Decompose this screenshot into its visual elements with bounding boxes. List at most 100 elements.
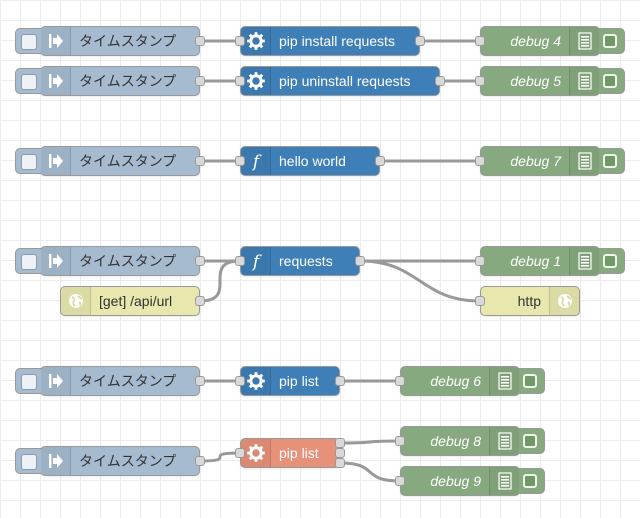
node-label: hello world xyxy=(279,153,346,169)
trigger-square-icon xyxy=(21,254,37,270)
list-icon xyxy=(489,467,519,495)
svg-text:f: f xyxy=(251,152,262,171)
node-label: pip list xyxy=(279,373,319,389)
debug-node[interactable]: debug 6 xyxy=(400,366,545,396)
output-port[interactable] xyxy=(195,256,205,266)
input-port[interactable] xyxy=(235,256,245,266)
output-port[interactable] xyxy=(195,456,205,466)
debug-node[interactable]: debug 7 xyxy=(480,146,625,176)
input-port[interactable] xyxy=(395,376,405,386)
arrow-in-icon xyxy=(41,447,71,475)
input-port[interactable] xyxy=(395,476,405,486)
output-port[interactable] xyxy=(355,256,365,266)
debug-node[interactable]: debug 5 xyxy=(480,66,625,96)
input-port[interactable] xyxy=(475,156,485,166)
wire[interactable] xyxy=(199,451,241,463)
output-port[interactable] xyxy=(375,156,385,166)
input-port[interactable] xyxy=(235,448,245,458)
node-label: タイムスタンプ xyxy=(79,373,177,389)
input-port[interactable] xyxy=(475,36,485,46)
output-port[interactable] xyxy=(335,376,345,386)
toggle-square-icon xyxy=(603,74,617,88)
debug-toggle-button[interactable] xyxy=(599,148,625,174)
debug-toggle-button[interactable] xyxy=(599,68,625,94)
gear-icon xyxy=(241,367,271,395)
input-port[interactable] xyxy=(235,36,245,46)
trigger-square-icon xyxy=(21,74,37,90)
inject-trigger-button[interactable] xyxy=(15,28,41,54)
output-port[interactable] xyxy=(335,458,345,468)
output-port[interactable] xyxy=(335,448,345,458)
debug-node[interactable]: debug 8 xyxy=(400,426,545,456)
wire[interactable] xyxy=(339,439,401,445)
list-icon xyxy=(569,247,599,275)
arrow-in-icon xyxy=(41,367,71,395)
debug-toggle-button[interactable] xyxy=(519,368,545,394)
exec-alt-node[interactable]: pip list xyxy=(240,438,340,468)
globe-icon xyxy=(61,287,91,315)
input-port[interactable] xyxy=(475,76,485,86)
inject-trigger-button[interactable] xyxy=(15,368,41,394)
inject-trigger-button[interactable] xyxy=(15,148,41,174)
toggle-square-icon xyxy=(523,434,537,448)
inject-node[interactable]: タイムスタンプ xyxy=(15,146,200,176)
node-label: タイムスタンプ xyxy=(79,33,177,49)
inject-node[interactable]: タイムスタンプ xyxy=(15,366,200,396)
toggle-square-icon xyxy=(603,34,617,48)
arrow-in-icon xyxy=(41,67,71,95)
debug-toggle-button[interactable] xyxy=(599,248,625,274)
input-port[interactable] xyxy=(235,76,245,86)
wire[interactable] xyxy=(359,259,481,303)
output-port[interactable] xyxy=(415,36,425,46)
output-port[interactable] xyxy=(195,296,205,306)
toggle-square-icon xyxy=(523,374,537,388)
exec-node[interactable]: pip list xyxy=(240,366,340,396)
function-icon: f xyxy=(241,147,271,175)
node-label: debug 8 xyxy=(430,433,481,449)
debug-node[interactable]: debug 9 xyxy=(400,466,545,496)
output-port[interactable] xyxy=(195,36,205,46)
inject-node[interactable]: タイムスタンプ xyxy=(15,26,200,56)
debug-node[interactable]: debug 4 xyxy=(480,26,625,56)
node-label: pip list xyxy=(279,445,319,461)
inject-node[interactable]: タイムスタンプ xyxy=(15,246,200,276)
inject-trigger-button[interactable] xyxy=(15,68,41,94)
node-label: debug 7 xyxy=(510,153,561,169)
debug-toggle-button[interactable] xyxy=(519,468,545,494)
input-port[interactable] xyxy=(475,256,485,266)
inject-trigger-button[interactable] xyxy=(15,448,41,474)
debug-node[interactable]: debug 1 xyxy=(480,246,625,276)
input-port[interactable] xyxy=(235,376,245,386)
output-port[interactable] xyxy=(195,376,205,386)
exec-node[interactable]: pip uninstall requests xyxy=(240,66,440,96)
arrow-in-icon xyxy=(41,247,71,275)
input-port[interactable] xyxy=(475,296,485,306)
wire[interactable] xyxy=(199,259,241,303)
output-port[interactable] xyxy=(335,438,345,448)
input-port[interactable] xyxy=(235,156,245,166)
inject-node[interactable]: タイムスタンプ xyxy=(15,66,200,96)
output-port[interactable] xyxy=(195,76,205,86)
debug-toggle-button[interactable] xyxy=(519,428,545,454)
inject-node[interactable]: タイムスタンプ xyxy=(15,446,200,476)
http-in-node[interactable]: [get] /api/url xyxy=(60,286,200,316)
function-node[interactable]: f hello world xyxy=(240,146,380,176)
wire[interactable] xyxy=(339,461,401,483)
debug-toggle-button[interactable] xyxy=(599,28,625,54)
node-label: debug 6 xyxy=(430,373,481,389)
http-out-node[interactable]: http xyxy=(480,286,580,316)
node-label: タイムスタンプ xyxy=(79,153,177,169)
list-icon xyxy=(569,147,599,175)
output-port[interactable] xyxy=(195,156,205,166)
arrow-in-icon xyxy=(41,27,71,55)
input-port[interactable] xyxy=(395,436,405,446)
exec-node[interactable]: pip install requests xyxy=(240,26,420,56)
inject-trigger-button[interactable] xyxy=(15,248,41,274)
list-icon xyxy=(489,427,519,455)
trigger-square-icon xyxy=(21,454,37,470)
node-label: requests xyxy=(279,253,333,269)
output-port[interactable] xyxy=(435,76,445,86)
